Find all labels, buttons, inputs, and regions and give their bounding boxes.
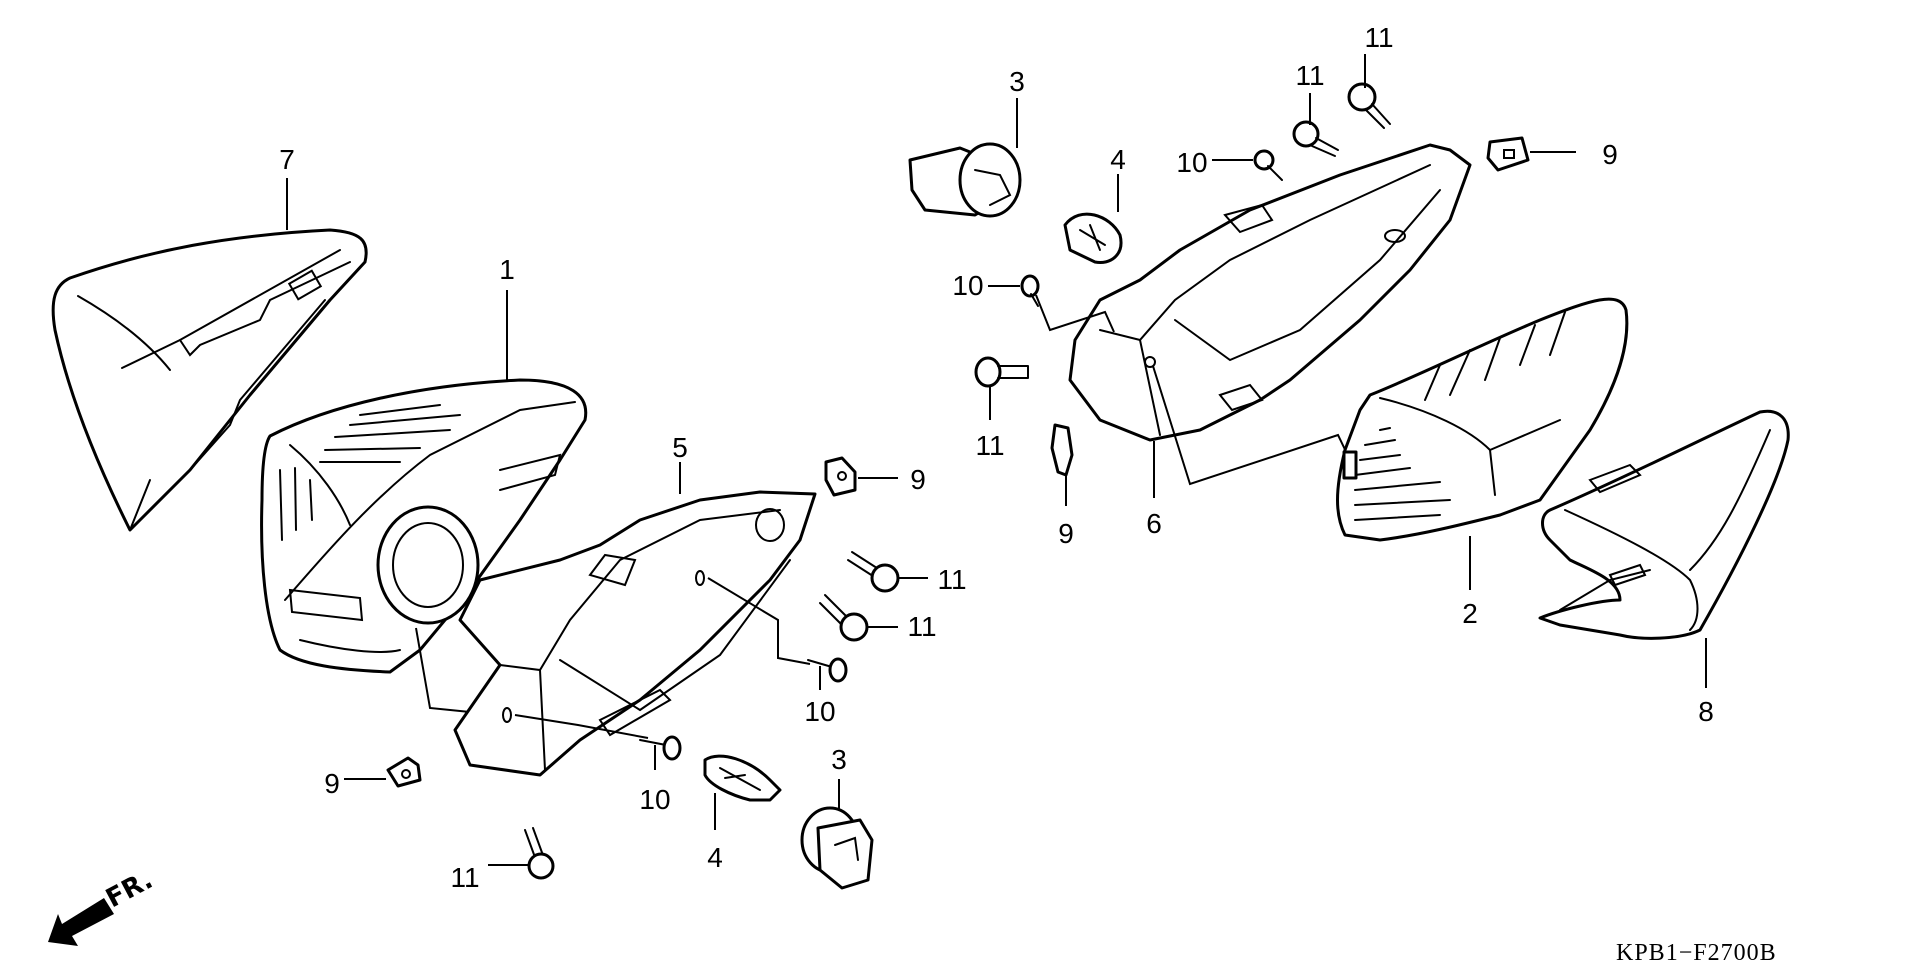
tapping-screw-10-right[interactable] xyxy=(1020,274,1040,307)
screw-11-lower[interactable] xyxy=(819,594,869,642)
screw-11-top-b[interactable] xyxy=(1347,82,1391,129)
clip-9-top-right[interactable] xyxy=(1486,136,1530,172)
callout-10[interactable]: 10 xyxy=(639,784,671,815)
callout-11[interactable]: 11 xyxy=(907,611,937,642)
callout-8[interactable]: 8 xyxy=(1698,696,1714,727)
callout-9[interactable]: 9 xyxy=(324,768,340,799)
tapping-screw-10-mid[interactable] xyxy=(807,657,848,683)
tapping-screw-10-low[interactable] xyxy=(639,735,682,761)
callout-11[interactable]: 11 xyxy=(1295,60,1325,91)
leader-5-screw2 xyxy=(514,714,649,739)
callout-9[interactable]: 9 xyxy=(1058,518,1074,549)
callout-5[interactable]: 5 xyxy=(672,432,688,463)
callout-7[interactable]: 7 xyxy=(279,144,295,175)
clip-9-right[interactable] xyxy=(1050,423,1074,477)
callout-11[interactable]: 11 xyxy=(450,862,480,893)
leader-6-screw xyxy=(1152,365,1351,486)
bulb-4-lower[interactable] xyxy=(703,754,782,802)
clip-9-upper[interactable] xyxy=(824,456,857,497)
tapping-screw-10-top[interactable] xyxy=(1253,149,1283,181)
callout-4[interactable]: 4 xyxy=(707,842,723,873)
callout-10[interactable]: 10 xyxy=(952,270,984,301)
socket-3-lower[interactable] xyxy=(800,806,874,890)
callout-10[interactable]: 10 xyxy=(1176,147,1208,178)
screw-11-upper[interactable] xyxy=(847,551,900,593)
bulb-4-upper[interactable] xyxy=(1063,212,1123,265)
screw-11-top-a[interactable] xyxy=(1292,120,1339,157)
socket-3-upper[interactable] xyxy=(908,142,1022,218)
leader-5-screw xyxy=(707,577,811,665)
callout-11[interactable]: 11 xyxy=(937,564,967,595)
part-6-housing-right[interactable] xyxy=(1068,143,1472,442)
clip-9-lower[interactable] xyxy=(386,756,422,788)
callout-11[interactable]: 11 xyxy=(975,430,1005,461)
front-direction-arrow-icon: FR. xyxy=(48,868,158,946)
callout-2[interactable]: 2 xyxy=(1462,598,1478,629)
screw-11-right[interactable] xyxy=(974,356,1029,388)
callout-3[interactable]: 3 xyxy=(1009,66,1025,97)
callout-9[interactable]: 9 xyxy=(910,464,926,495)
part-1-lens-left[interactable] xyxy=(260,378,588,674)
leader-10-right xyxy=(1035,294,1115,333)
part-2-lens-right[interactable] xyxy=(1336,297,1629,542)
callout-9[interactable]: 9 xyxy=(1602,139,1618,170)
leader-1-screw xyxy=(415,627,471,713)
callout-1[interactable]: 1 xyxy=(499,254,515,285)
callout-4[interactable]: 4 xyxy=(1110,144,1126,175)
callout-3[interactable]: 3 xyxy=(831,744,847,775)
part-8-rear-cover-right[interactable] xyxy=(1538,409,1790,640)
screw-11-bottom[interactable] xyxy=(524,827,555,880)
diagram-code: KPB1−F2700B xyxy=(1616,940,1777,966)
part-7-rear-cover-left[interactable] xyxy=(51,228,368,532)
callout-10[interactable]: 10 xyxy=(804,696,836,727)
callout-11[interactable]: 11 xyxy=(1364,22,1394,53)
callout-6[interactable]: 6 xyxy=(1146,508,1162,539)
